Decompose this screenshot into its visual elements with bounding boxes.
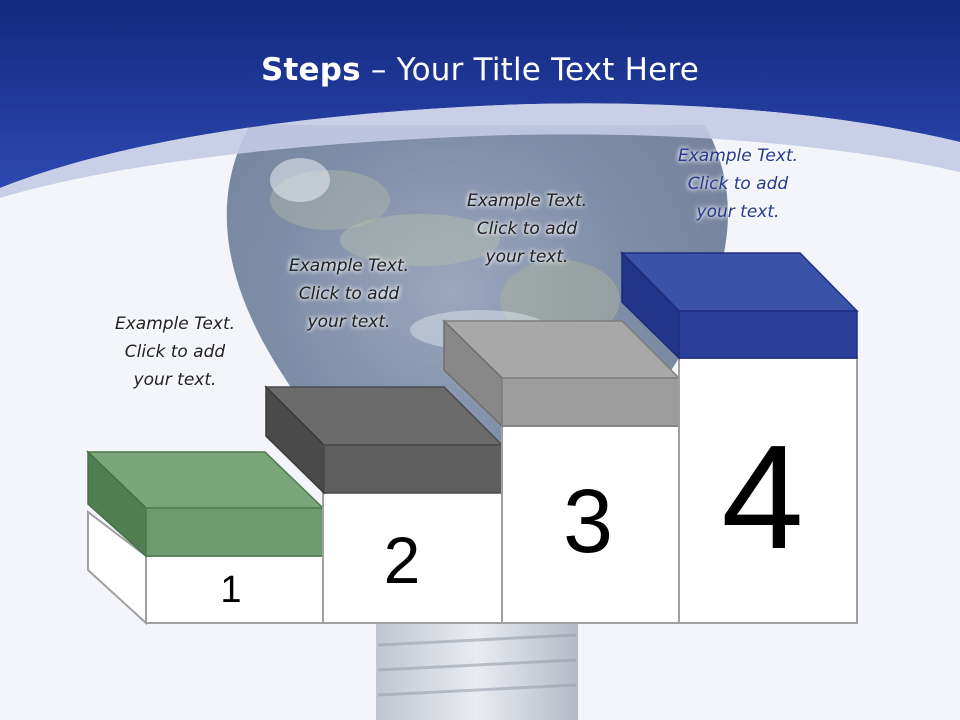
step-4-line-1: Example Text. (677, 146, 799, 166)
step-3-shape[interactable] (442, 319, 681, 624)
slide-title[interactable]: Steps – Your Title Text Here (0, 52, 960, 88)
step-4-caption[interactable]: Example Text. Click to add your text. (638, 142, 838, 226)
step-3-line-2: Click to add (476, 219, 578, 239)
title-bold: Steps (260, 52, 361, 88)
step-3-line-3: your text. (485, 247, 569, 267)
title-rest: – Your Title Text Here (360, 52, 699, 88)
step-4-number: 4 (721, 415, 804, 580)
step-4-shape[interactable] (620, 251, 859, 624)
step-3-number: 3 (562, 472, 614, 572)
step-1-line-2: Click to add (124, 342, 226, 362)
step-1-line-3: your text. (133, 370, 217, 390)
header-band (0, 103, 960, 198)
step-2-line-1: Example Text. (288, 256, 410, 276)
step-2-line-2: Click to add (298, 284, 400, 304)
step-2-shape[interactable] (264, 385, 504, 624)
step-4-line-2: Click to add (687, 174, 789, 194)
step-3-caption[interactable]: Example Text. Click to add your text. (427, 187, 627, 271)
step-2-line-3: your text. (307, 312, 391, 332)
step-1-line-1: Example Text. (114, 314, 236, 334)
step-1-caption[interactable]: Example Text. Click to add your text. (75, 310, 275, 394)
step-2-caption[interactable]: Example Text. Click to add your text. (249, 252, 449, 336)
step-4-line-3: your text. (696, 202, 780, 222)
step-3-line-1: Example Text. (466, 191, 588, 211)
header-background (0, 0, 960, 188)
step-1-number: 1 (220, 569, 242, 611)
step-2-number: 2 (383, 523, 421, 597)
